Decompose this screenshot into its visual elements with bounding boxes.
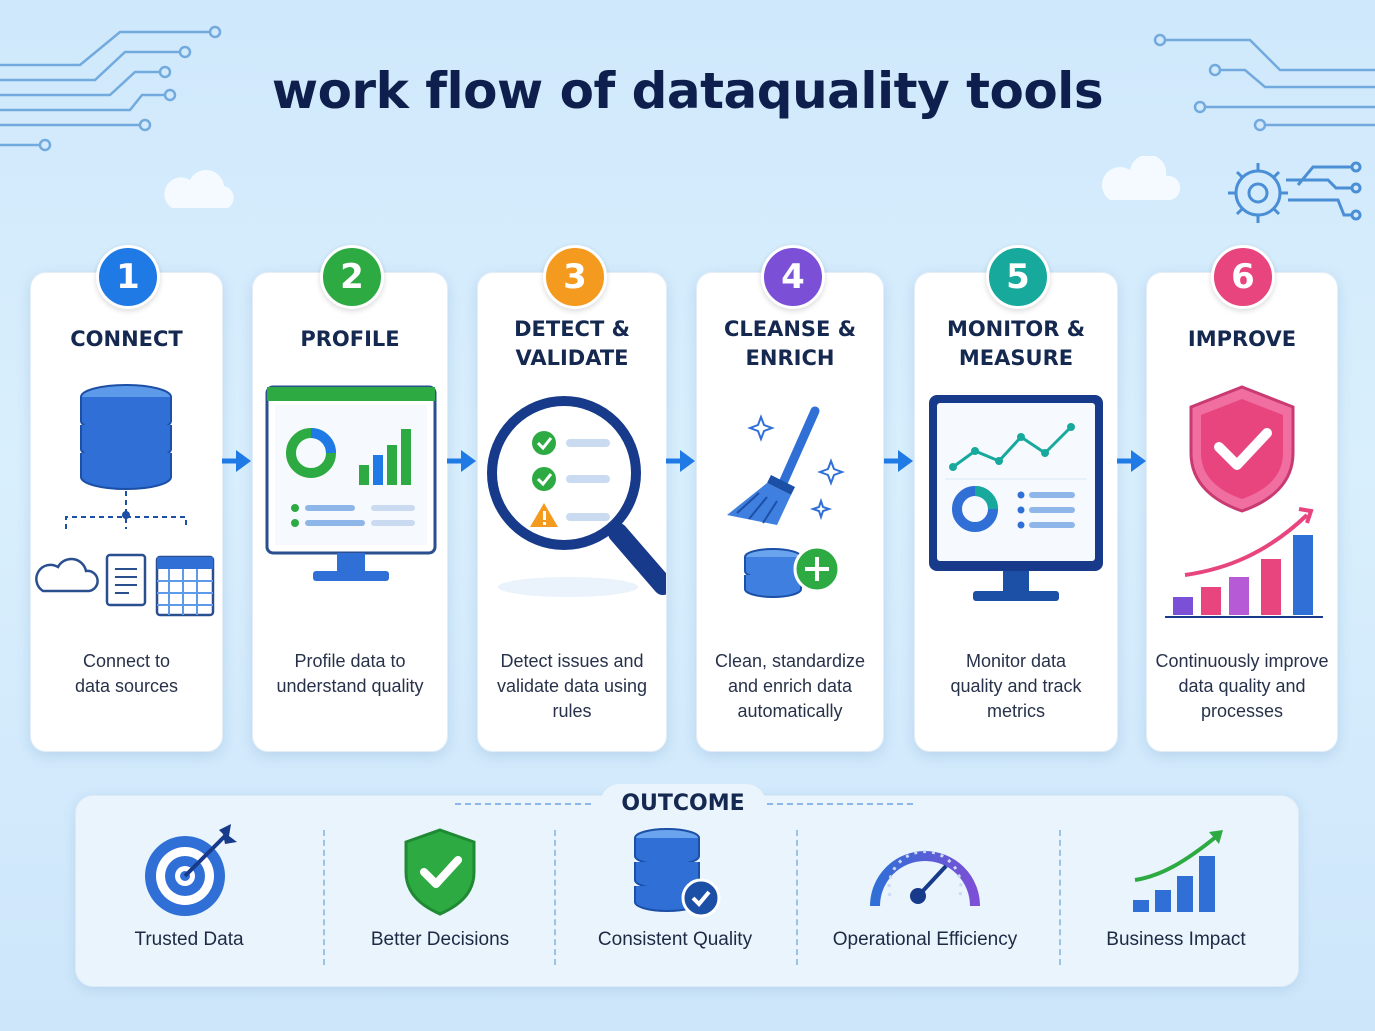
growth-chart-icon <box>1133 830 1223 912</box>
circuit-decoration-left <box>0 25 222 152</box>
outcome-label: Business Impact <box>1106 929 1246 950</box>
magnifier-checklist-icon <box>487 396 666 597</box>
step-description: Profile data to understand quality <box>276 651 424 696</box>
step-description: Monitor data quality and track metrics <box>950 651 1082 721</box>
cloud-decoration-right <box>1102 156 1181 200</box>
step-description: Continuously improve data quality and pr… <box>1155 651 1329 721</box>
step-number-badge: 3 <box>543 245 607 309</box>
step-card-improve: IMPROVE Continuously improve data qualit… <box>1146 272 1338 752</box>
outcome-divider-line <box>455 803 915 805</box>
flow-arrow-icon <box>1117 450 1146 472</box>
outcome-item-consistent-quality: Consistent Quality <box>590 820 760 951</box>
step-card-connect: CONNECT Connect to data sources <box>30 272 223 752</box>
step-number-badge: 1 <box>96 245 160 309</box>
step-card-cleanse-enrich: CLEANSE & ENRICH Clean, standardize and … <box>696 272 884 752</box>
outcome-label: Better Decisions <box>370 929 510 950</box>
flow-arrow-icon <box>884 450 913 472</box>
outcome-item-operational-efficiency: Operational Efficiency <box>820 820 1030 951</box>
broom-database-icon <box>727 406 845 598</box>
step-title: CONNECT <box>70 327 183 351</box>
database-sources-icon <box>35 384 215 617</box>
step-description: Clean, standardize and enrich data autom… <box>714 651 866 721</box>
outcome-item-business-impact: Business Impact <box>1096 820 1256 951</box>
shield-growth-icon <box>1165 385 1323 618</box>
outcome-separator <box>796 830 798 965</box>
circuit-decoration-right <box>1153 33 1375 132</box>
outcome-label: Operational Efficiency <box>832 929 1018 950</box>
outcome-label: Trusted Data <box>134 929 244 950</box>
step-number-badge: 6 <box>1211 245 1275 309</box>
monitor-chart-icon <box>265 385 437 581</box>
flow-arrow-icon <box>447 450 476 472</box>
step-number-badge: 5 <box>986 245 1050 309</box>
step-title: CLEANSE & ENRICH <box>723 317 857 370</box>
outcome-item-better-decisions: Better Decisions <box>358 820 522 951</box>
page-title: work flow of dataquality tools <box>271 62 1104 120</box>
dashboard-monitor-icon <box>929 395 1103 601</box>
outcome-title: OUTCOME <box>600 784 766 824</box>
step-card-detect-validate: DETECT & VALIDATE Detect issues and vali… <box>477 272 667 752</box>
outcome-separator <box>323 830 325 965</box>
flow-arrow-icon <box>222 450 251 472</box>
outcome-item-trusted-data: Trusted Data <box>110 820 268 951</box>
step-card-profile: PROFILE Profile data to understand quali… <box>252 272 448 752</box>
step-card-monitor-measure: MONITOR & MEASURE Monitor data quality a… <box>914 272 1118 752</box>
outcome-separator <box>1059 830 1061 965</box>
target-icon <box>145 824 237 916</box>
flow-arrow-icon <box>666 450 695 472</box>
step-number-badge: 2 <box>320 245 384 309</box>
gauge-icon <box>870 850 980 907</box>
gear-icon <box>1228 161 1362 223</box>
step-number-badge: 4 <box>761 245 825 309</box>
outcome-label: Consistent Quality <box>597 929 753 950</box>
step-title: MONITOR & MEASURE <box>946 317 1086 370</box>
cloud-decoration-left <box>164 170 234 208</box>
step-title: PROFILE <box>300 327 400 351</box>
step-description: Detect issues and validate data using ru… <box>496 651 648 721</box>
step-description: Connect to data sources <box>74 651 179 696</box>
database-check-icon <box>634 828 721 918</box>
step-title: DETECT & VALIDATE <box>514 317 630 370</box>
outcome-separator <box>554 830 556 965</box>
shield-check-icon <box>404 828 476 916</box>
step-title: IMPROVE <box>1187 327 1297 351</box>
